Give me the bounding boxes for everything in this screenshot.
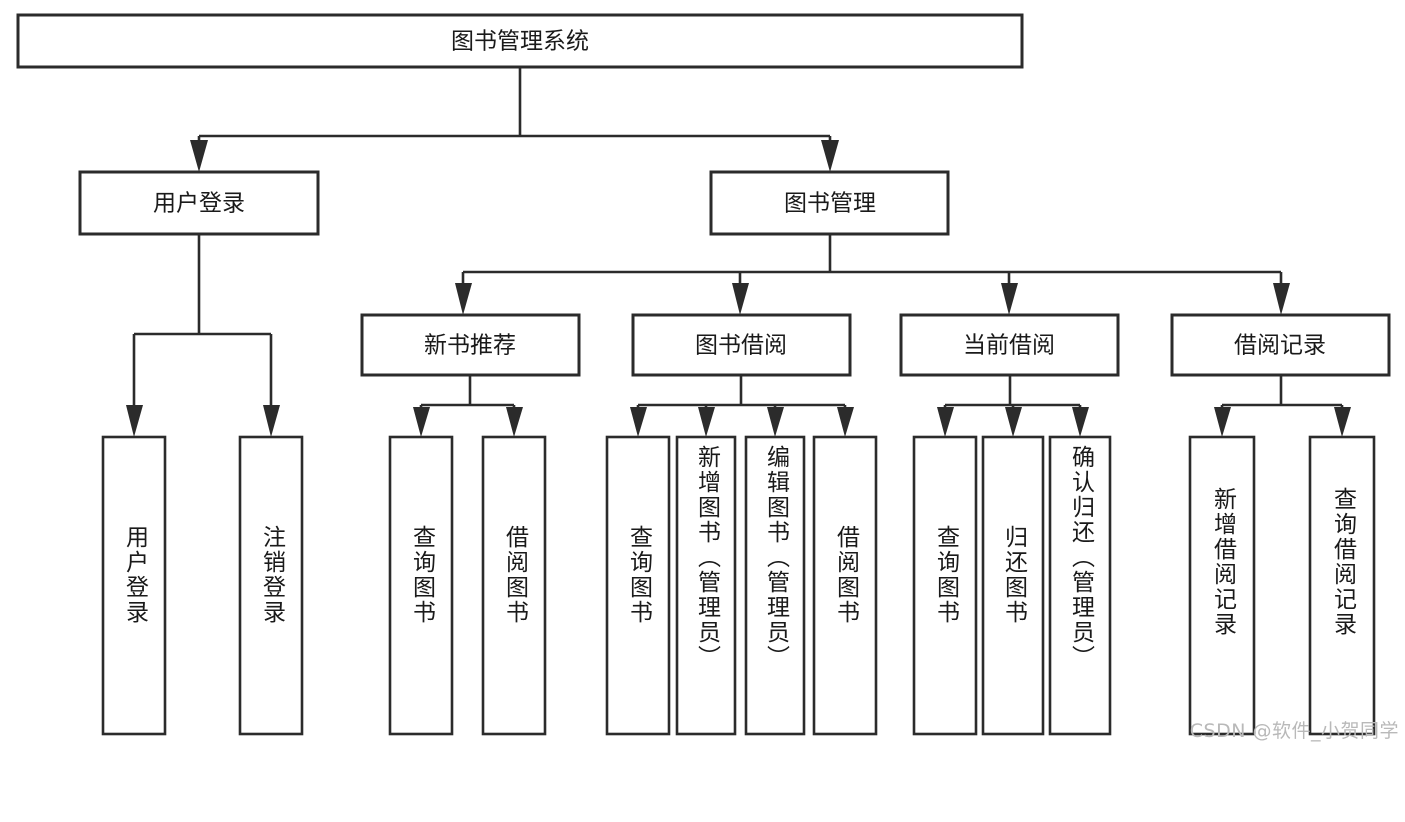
- arrowhead-leaf-user-login: [126, 405, 143, 437]
- flowchart-svg: 图书管理系统 用户登录 图书管理 新书推荐 图书借阅 当前借阅 借阅记录: [16, 13, 1391, 736]
- node-leaf-add-book-admin[interactable]: [675, 435, 737, 736]
- node-leaf-borrow-book-1[interactable]: [481, 435, 547, 736]
- node-borrow-record[interactable]: [1170, 313, 1391, 377]
- arrowhead-leaf-return-book: [1005, 407, 1022, 437]
- node-book-borrow[interactable]: [631, 313, 852, 377]
- arrowhead-leaf-borrow-book-2: [837, 407, 854, 437]
- node-user-login-label: 用户登录: [153, 191, 245, 217]
- arrowhead-userlogin: [190, 140, 208, 172]
- node-leaf-query-book-2[interactable]: [605, 435, 671, 736]
- node-book-manage[interactable]: [709, 170, 950, 236]
- node-root[interactable]: [16, 13, 1024, 69]
- csdn-watermark: CSDN @软件_小贺同学: [1189, 720, 1399, 742]
- node-current-borrow-label: 当前借阅: [963, 333, 1055, 359]
- node-book-borrow-label: 图书借阅: [695, 333, 787, 359]
- arrowhead-leaf-query-book-1: [413, 407, 430, 437]
- node-book-manage-label: 图书管理: [784, 191, 876, 217]
- node-user-login[interactable]: [78, 170, 320, 236]
- node-leaf-query-book-3[interactable]: [912, 435, 978, 736]
- arrowhead-leaf-edit-book: [767, 407, 784, 437]
- node-leaf-confirm-return-admin[interactable]: [1048, 435, 1112, 736]
- node-borrow-record-label: 借阅记录: [1234, 333, 1326, 359]
- node-root-label: 图书管理系统: [451, 29, 589, 55]
- node-leaf-borrow-book-2[interactable]: [812, 435, 878, 736]
- node-new-book-rec[interactable]: [360, 313, 581, 377]
- arrowhead-leaf-add-record: [1214, 407, 1231, 437]
- node-leaf-return-book[interactable]: [981, 435, 1045, 736]
- node-new-book-rec-label: 新书推荐: [424, 333, 516, 359]
- arrowhead-leaf-logout: [263, 405, 280, 437]
- node-current-borrow[interactable]: [899, 313, 1120, 377]
- node-leaf-add-record[interactable]: [1188, 435, 1256, 736]
- arrowhead-leaf-query-book-3: [937, 407, 954, 437]
- node-layer: 图书管理系统 用户登录 图书管理 新书推荐 图书借阅 当前借阅 借阅记录: [16, 13, 1391, 736]
- arrowhead-leaf-query-book-2: [630, 407, 647, 437]
- arrowhead-newbook: [455, 283, 472, 315]
- node-leaf-query-record[interactable]: [1308, 435, 1376, 736]
- arrowhead-leaf-query-record: [1334, 407, 1351, 437]
- node-leaf-query-book-1[interactable]: [388, 435, 454, 736]
- arrowhead-leaf-confirm-return: [1072, 407, 1089, 437]
- arrowhead-leaf-borrow-book-1: [506, 407, 523, 437]
- arrowhead-currentborrow: [1001, 283, 1018, 315]
- arrowhead-bookborrow: [732, 283, 749, 315]
- arrowhead-borrowrecord: [1273, 283, 1290, 315]
- node-leaf-edit-book-admin[interactable]: [744, 435, 806, 736]
- connector-layer: [126, 67, 1351, 437]
- node-leaf-logout[interactable]: [238, 435, 304, 736]
- node-leaf-user-login[interactable]: [101, 435, 167, 736]
- flowchart-canvas: 图书管理系统 用户登录 图书管理 新书推荐 图书借阅 当前借阅 借阅记录: [16, 13, 1399, 742]
- arrowhead-bookmanage: [821, 140, 839, 172]
- arrowhead-leaf-add-book: [698, 407, 715, 437]
